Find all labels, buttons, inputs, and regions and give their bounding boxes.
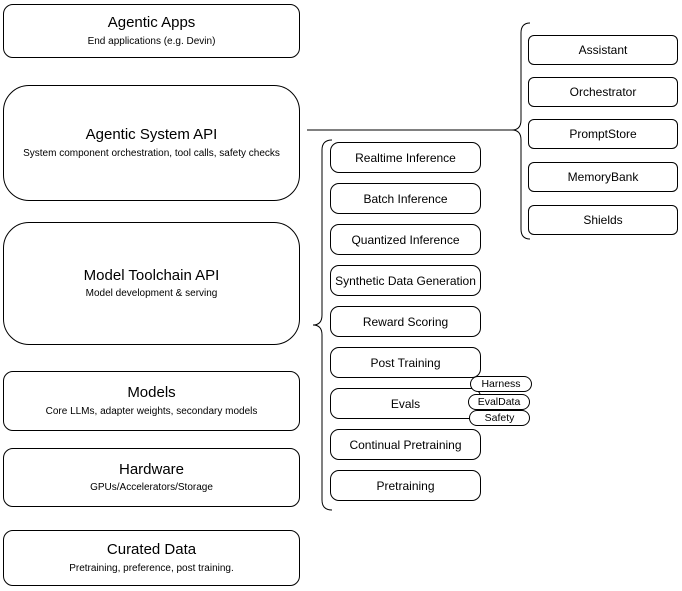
node-title: Hardware	[118, 460, 185, 478]
node-reward-scoring[interactable]: Reward Scoring	[330, 306, 481, 337]
node-title: Models	[127, 384, 176, 402]
pill-label: Harness	[481, 378, 521, 390]
node-label: Assistant	[578, 43, 628, 57]
node-agentic-apps[interactable]: Agentic Apps End applications (e.g. Devi…	[3, 4, 300, 58]
node-promptstore[interactable]: PromptStore	[528, 119, 678, 149]
node-evals-safety[interactable]: Safety	[469, 410, 530, 426]
node-assistant[interactable]: Assistant	[528, 35, 678, 65]
node-label: Batch Inference	[363, 191, 448, 206]
node-evals-evaldata[interactable]: EvalData	[468, 394, 530, 410]
node-subtitle: Core LLMs, adapter weights, secondary mo…	[45, 405, 258, 417]
node-synthetic-data-generation[interactable]: Synthetic Data Generation	[330, 265, 481, 296]
node-label: PromptStore	[569, 127, 637, 141]
node-models[interactable]: Models Core LLMs, adapter weights, secon…	[3, 371, 300, 431]
node-title: Model Toolchain API	[83, 266, 220, 284]
node-label: Post Training	[370, 355, 441, 370]
node-hardware[interactable]: Hardware GPUs/Accelerators/Storage	[3, 448, 300, 507]
node-quantized-inference[interactable]: Quantized Inference	[330, 224, 481, 255]
node-subtitle: System component orchestration, tool cal…	[23, 147, 280, 159]
node-curated-data[interactable]: Curated Data Pretraining, preference, po…	[3, 530, 300, 586]
node-label: MemoryBank	[567, 170, 639, 184]
node-orchestrator[interactable]: Orchestrator	[528, 77, 678, 107]
pill-label: Safety	[484, 412, 515, 424]
node-subtitle: Pretraining, preference, post training.	[69, 562, 234, 574]
node-shields[interactable]: Shields	[528, 205, 678, 235]
node-label: Synthetic Data Generation	[335, 273, 476, 288]
node-label: Reward Scoring	[362, 314, 449, 329]
node-agentic-system-api[interactable]: Agentic System API System component orch…	[3, 85, 300, 201]
node-evals-harness[interactable]: Harness	[470, 376, 532, 392]
node-label: Realtime Inference	[355, 150, 456, 165]
node-subtitle: Model development & serving	[85, 288, 218, 300]
node-model-toolchain-api[interactable]: Model Toolchain API Model development & …	[3, 222, 300, 345]
pill-label: EvalData	[477, 396, 521, 408]
node-label: Orchestrator	[569, 85, 637, 99]
node-batch-inference[interactable]: Batch Inference	[330, 183, 481, 214]
node-label: Evals	[390, 396, 421, 411]
node-subtitle: End applications (e.g. Devin)	[87, 35, 216, 47]
node-label: Pretraining	[376, 478, 435, 493]
node-continual-pretraining[interactable]: Continual Pretraining	[330, 429, 481, 460]
node-evals[interactable]: Evals	[330, 388, 481, 419]
node-label: Shields	[583, 213, 623, 227]
node-pretraining[interactable]: Pretraining	[330, 470, 481, 501]
node-memorybank[interactable]: MemoryBank	[528, 162, 678, 192]
node-title: Agentic System API	[85, 126, 218, 144]
node-label: Continual Pretraining	[349, 437, 462, 452]
node-subtitle: GPUs/Accelerators/Storage	[90, 482, 213, 494]
node-title: Agentic Apps	[107, 14, 196, 32]
node-post-training[interactable]: Post Training	[330, 347, 481, 378]
node-realtime-inference[interactable]: Realtime Inference	[330, 142, 481, 173]
node-title: Curated Data	[106, 541, 197, 559]
node-label: Quantized Inference	[351, 232, 460, 247]
